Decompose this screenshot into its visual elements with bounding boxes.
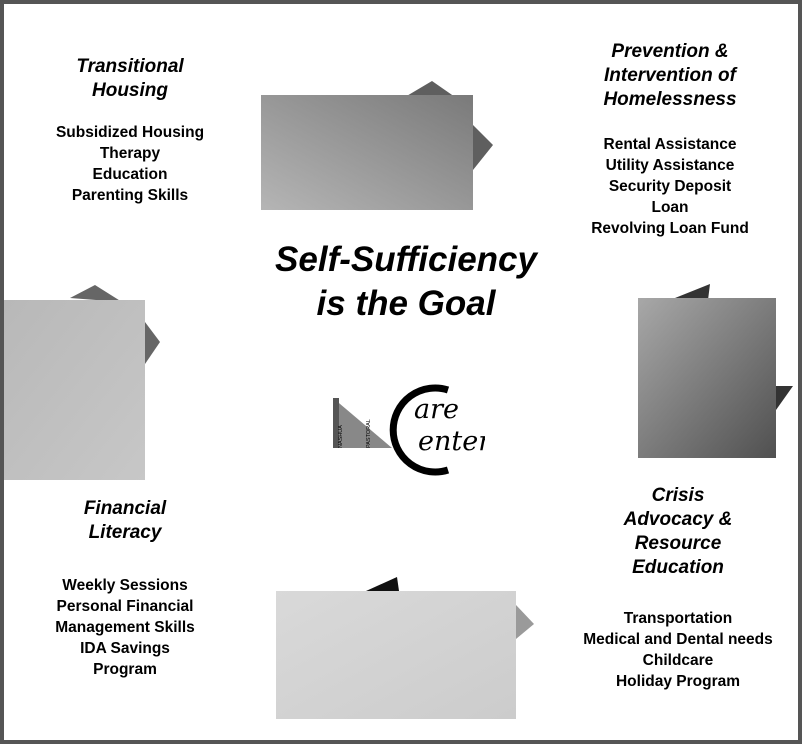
list-item: Revolving Loan Fund [591, 220, 749, 237]
list-item: Education [92, 166, 168, 183]
section-heading: Transitional Housing [76, 56, 184, 101]
list-item: Weekly Sessions [62, 577, 188, 594]
item-list: Weekly Sessions Personal Financial Manag… [25, 575, 225, 680]
section-financial-literacy: Financial Literacy Weekly Sessions Perso… [25, 497, 225, 680]
section-crisis-advocacy: Crisis Advocacy & Resource Education Tra… [558, 484, 798, 692]
cycle-arrow-bottom [276, 577, 534, 719]
list-item: Parenting Skills [71, 187, 189, 204]
list-item: Program [93, 661, 157, 678]
arrow-pointer [516, 605, 534, 639]
list-item: Utility Assistance [605, 157, 735, 174]
section-heading: Prevention & Intervention of Homelessnes… [603, 41, 737, 110]
arrow-pointer [405, 81, 455, 97]
item-list: Rental Assistance Utility Assistance Sec… [565, 134, 775, 239]
cycle-arrow-left [4, 285, 160, 480]
logo-vertical-text: NASHUA [338, 425, 344, 448]
list-item: IDA Savings [80, 640, 170, 657]
item-list: Transportation Medical and Dental needs … [558, 608, 798, 692]
section-heading: Crisis Advocacy & Resource Education [623, 485, 733, 578]
list-item: Rental Assistance [603, 136, 737, 153]
cycle-box [261, 95, 473, 210]
cycle-box [276, 591, 516, 719]
logo-triangle-mark [333, 398, 392, 448]
section-prevention: Prevention & Intervention of Homelessnes… [565, 40, 775, 239]
list-item: Transportation [623, 610, 733, 627]
list-item: Subsidized Housing [55, 124, 205, 141]
list-item: Holiday Program [615, 673, 741, 690]
item-list: Subsidized Housing Therapy Education Par… [30, 122, 230, 206]
logo-c-arc [389, 384, 450, 476]
list-item: Personal Financial [56, 598, 194, 615]
list-item: Therapy [99, 145, 161, 162]
goal-text: Self-Sufficiency is the Goal [275, 240, 537, 323]
arrow-pointer [776, 386, 793, 410]
arrow-pointer [473, 125, 493, 170]
list-item: Childcare [642, 652, 714, 669]
section-heading: Financial Literacy [83, 498, 167, 543]
logo-vertical-text: PASTORAL [366, 419, 372, 448]
logo-bar [333, 398, 339, 448]
logo-word-enter: enter [418, 426, 485, 457]
section-transitional-housing: Transitional Housing Subsidized Housing … [30, 55, 230, 206]
cycle-box [638, 298, 776, 458]
list-item: Loan [651, 199, 689, 216]
cycle-arrow-top [261, 81, 493, 210]
center-goal: Self-Sufficiency is the Goal [246, 238, 566, 326]
logo-word-are: are [414, 394, 459, 425]
list-item: Medical and Dental needs [583, 631, 773, 648]
arrow-pointer [366, 577, 399, 591]
list-item: Security Deposit [608, 178, 732, 195]
list-item: Management Skills [55, 619, 195, 636]
arrow-pointer [70, 285, 122, 302]
arrow-pointer [145, 322, 160, 364]
arrow-pointer [675, 284, 710, 300]
cycle-arrow-right [638, 284, 793, 458]
care-center-logo: are enter NASHUA PASTORAL [333, 384, 485, 476]
cycle-box [4, 300, 145, 480]
